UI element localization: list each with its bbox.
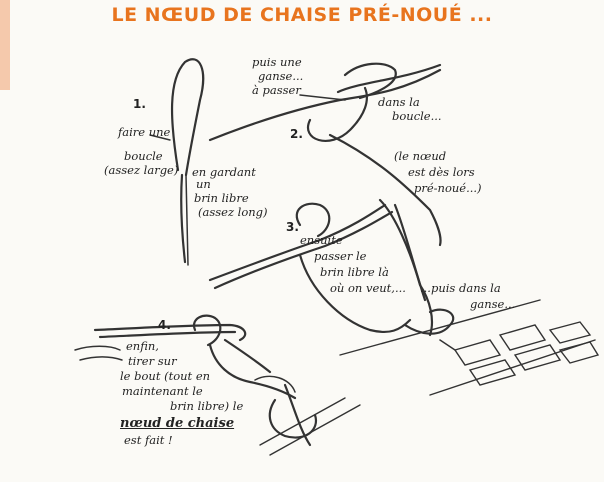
step-number-3: 3.	[286, 220, 299, 234]
step2-rope	[208, 62, 442, 247]
label-est-des-lors: est dès lors	[408, 165, 475, 179]
label-a-passer: à passer	[252, 83, 301, 97]
label-ou-on-veut: où on veut,...	[330, 281, 406, 295]
label-est-fait: est fait !	[124, 433, 173, 447]
label-passer-le: passer le	[314, 249, 367, 263]
label-ganse-2: ganse...	[470, 297, 516, 311]
label-assez-large: (assez large)	[104, 163, 179, 177]
step-number-2: 2.	[290, 127, 303, 141]
page-title: LE NŒUD DE CHAISE PRÉ-NOUÉ ...	[111, 4, 493, 26]
step-number-1: 1.	[133, 97, 146, 111]
label-le-noeud: (le nœud	[394, 149, 447, 163]
label-en-gardant: en gardant	[192, 165, 256, 179]
stone-pavement	[339, 299, 600, 396]
label-brin-libre-2: brin libre là	[320, 265, 389, 279]
label-faire-une: faire une	[118, 125, 171, 139]
label-ensuite: ensuite	[300, 233, 343, 247]
label-enfin: enfin,	[126, 339, 159, 353]
label-brin-libre-3: brin libre) le	[170, 399, 244, 413]
label-un: un	[196, 177, 211, 191]
label-le-bout: le bout (tout en	[120, 369, 211, 383]
page-edge-mark	[0, 0, 10, 90]
label-dans-la: dans la	[378, 95, 420, 109]
label-brin-libre: brin libre	[194, 191, 249, 205]
step3-rope	[208, 198, 456, 351]
label-maintenant-le: maintenant le	[122, 384, 203, 398]
label-boucle: boucle	[124, 149, 163, 163]
label-tirer-sur: tirer sur	[128, 354, 177, 368]
ground-pole	[259, 397, 361, 456]
label-puis-dans-la: ...puis dans la	[420, 281, 501, 295]
label-noeud-de-chaise: nœud de chaise	[120, 416, 235, 431]
label-pre-noue: pré-noué...)	[414, 181, 482, 195]
label-puis-une: puis une	[252, 55, 302, 69]
step4-rope	[74, 314, 318, 447]
label-boucle-2: boucle...	[392, 109, 442, 123]
label-assez-long: (assez long)	[198, 205, 268, 219]
label-ganse: ganse...	[258, 69, 304, 83]
step1-rope	[149, 58, 205, 266]
step-number-4: 4.	[158, 318, 171, 332]
